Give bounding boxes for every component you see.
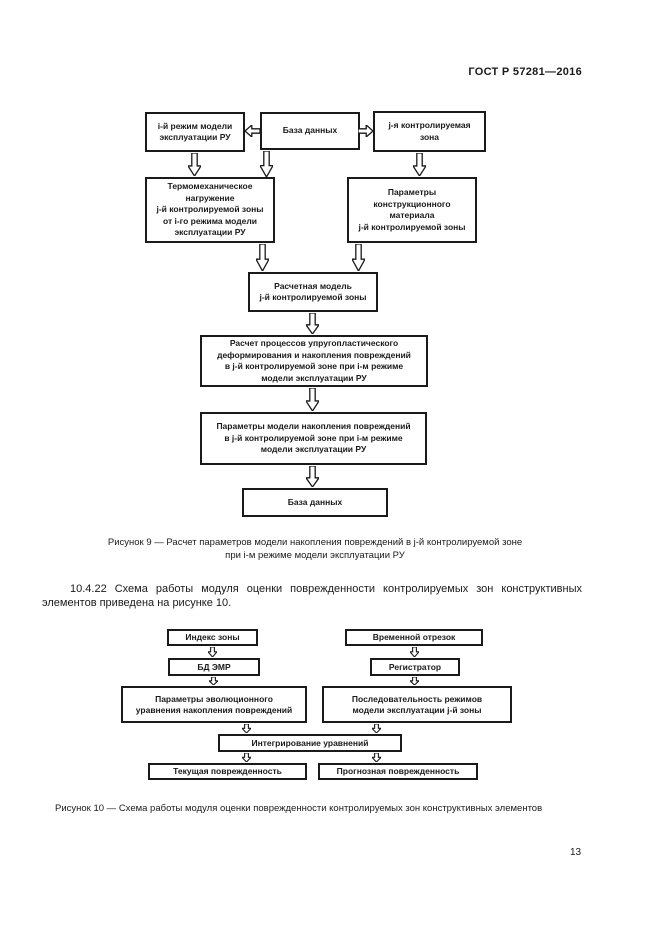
fig10-box-evolution-params: Параметры эволюционного уравнения накопл… <box>121 686 307 723</box>
arrow-down-icon <box>242 753 251 762</box>
fig9-box-damage-params: Параметры модели накопления повреждений … <box>200 412 427 465</box>
arrow-down-icon <box>413 153 426 176</box>
arrow-down-icon <box>306 388 319 411</box>
fig10-box-regime-sequence: Последовательность режимов модели эксплу… <box>322 686 512 723</box>
fig10-box-integration: Интегрирование уравнений <box>218 734 402 752</box>
fig9-box-material-params: Параметры конструкционного материала j-й… <box>347 177 477 243</box>
figure9-caption: Рисунок 9 — Расчет параметров модели нак… <box>107 537 523 561</box>
arrow-down-icon <box>352 244 365 271</box>
arrow-left-icon <box>245 125 260 137</box>
arrow-down-icon <box>260 151 273 177</box>
fig10-box-current-damage: Текущая поврежденность <box>148 763 307 780</box>
fig10-box-time-interval: Временной отрезок <box>345 629 483 646</box>
fig9-box-database-top: База данных <box>260 112 360 150</box>
arrow-down-icon <box>256 244 269 271</box>
paragraph-10-4-22: 10.4.22 Схема работы модуля оценки повре… <box>42 583 582 609</box>
arrow-down-icon <box>242 724 251 733</box>
arrow-down-icon <box>209 677 218 685</box>
arrow-down-icon <box>372 753 381 762</box>
fig9-box-thermo-load: Термомеханическое нагружение j-й контрол… <box>145 177 275 243</box>
fig10-box-registrator: Регистратор <box>370 658 460 676</box>
fig10-box-zone-index: Индекс зоны <box>167 629 258 646</box>
fig9-box-regime: i-й режим модели эксплуатации РУ <box>145 112 245 152</box>
arrow-down-icon <box>410 677 419 685</box>
arrow-down-icon <box>188 153 201 176</box>
fig9-box-zone: j-я контролируемая зона <box>373 111 486 152</box>
fig9-box-calc-model: Расчетная модель j-й контролируемой зоны <box>248 272 378 312</box>
fig9-box-calc-process: Расчет процессов упругопластического деф… <box>200 335 428 387</box>
arrow-down-icon <box>208 647 217 657</box>
fig10-box-forecast-damage: Прогнозная поврежденность <box>318 763 478 780</box>
arrow-down-icon <box>372 724 381 733</box>
arrow-right-icon <box>358 125 373 137</box>
page-number: 13 <box>570 847 582 858</box>
fig10-box-db-emr: БД ЭМР <box>168 658 260 676</box>
fig9-box-database-bottom: База данных <box>242 488 388 517</box>
arrow-down-icon <box>410 647 419 657</box>
page-header: ГОСТ Р 57281—2016 <box>468 66 582 78</box>
figure10-caption: Рисунок 10 — Схема работы модуля оценки … <box>55 803 543 814</box>
arrow-down-icon <box>306 466 319 487</box>
arrow-down-icon <box>306 313 319 334</box>
